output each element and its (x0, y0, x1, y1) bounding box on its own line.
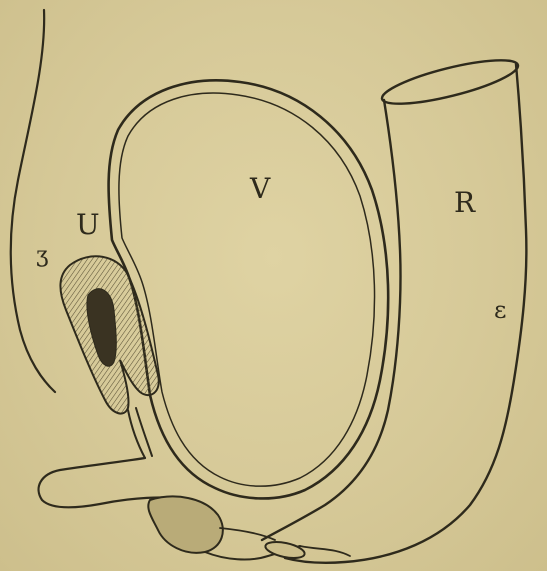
rectum-right-wall (285, 64, 526, 563)
body-wall-outline (11, 10, 55, 392)
vesicle-inner-wall (119, 93, 375, 486)
label-rectum: R (454, 186, 476, 219)
rectum-opening (379, 51, 522, 112)
vesicle-outer-wall (109, 80, 389, 498)
mark-right: ε (494, 296, 506, 324)
label-vesicle: V (249, 172, 271, 205)
mark-left: ʒ (36, 243, 48, 268)
perineal-fold (148, 496, 223, 552)
uterus-neck (128, 408, 152, 458)
label-uterus: U (76, 208, 100, 241)
anal-opening (264, 539, 306, 561)
